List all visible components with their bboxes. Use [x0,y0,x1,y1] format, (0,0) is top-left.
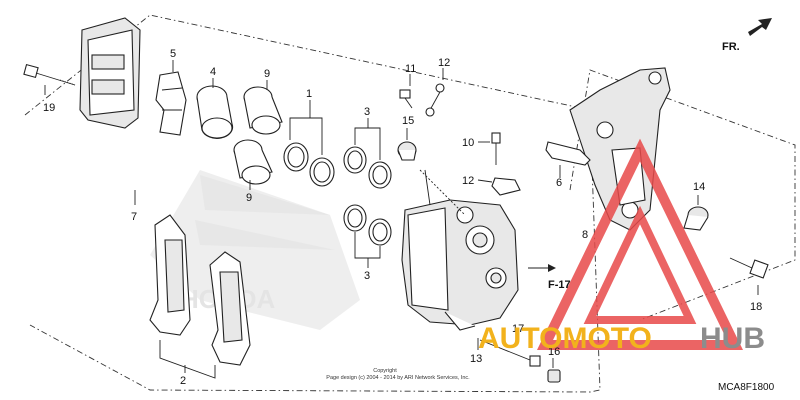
callout-8[interactable]: 8 [582,229,588,241]
part-18-bolt[interactable] [729,257,769,279]
callout-6[interactable]: 6 [556,177,562,189]
caliper-body[interactable] [401,199,519,331]
assembly-outline [24,14,601,393]
reference-label[interactable]: F-17 [548,279,571,291]
part-9-piston-lower[interactable] [233,139,273,185]
callout-18[interactable]: 18 [750,301,762,313]
callout-17[interactable]: 17 [512,323,524,335]
callout-labels: 19 5 4 9 1 3 9 7 3 2 11 12 15 10 12 6 8 … [43,41,762,387]
callout-3-upper[interactable]: 3 [364,106,370,118]
callout-5[interactable]: 5 [170,48,176,60]
part-7-caliper-half[interactable] [79,17,141,129]
callout-12-upper[interactable]: 12 [438,57,450,69]
part-14-pin-boot[interactable] [683,206,709,231]
callout-13[interactable]: 13 [470,353,482,365]
callout-16[interactable]: 16 [548,346,560,358]
part-4-piston[interactable] [196,85,234,139]
f17-reference-arrow [528,264,556,272]
part-3-seal-upper[interactable] [343,146,392,189]
part-2-brake-pads[interactable] [149,214,251,366]
part-16-plug[interactable] [547,369,561,383]
part-1-seal-set[interactable] [283,142,335,187]
part-12-cap-lower[interactable] [491,177,521,196]
direction-label: FR. [722,41,740,53]
callout-11[interactable]: 11 [405,63,416,75]
part-6-pad-retainer[interactable] [545,141,591,166]
callout-1[interactable]: 1 [306,88,312,100]
callout-2[interactable]: 2 [180,375,186,387]
part-15-boot[interactable] [397,141,417,161]
callout-14[interactable]: 14 [693,181,705,193]
part-3-seal-lower[interactable] [343,204,392,246]
callout-4[interactable]: 4 [210,66,216,78]
callout-9-upper[interactable]: 9 [264,68,270,80]
part-11-bleeder[interactable] [399,89,413,109]
callout-12-lower[interactable]: 12 [462,175,474,187]
callout-15[interactable]: 15 [402,115,414,127]
callout-9-lower[interactable]: 9 [246,192,252,204]
copyright-line-2: Page design (c) 2004 - 2014 by ARI Netwo… [326,375,470,381]
callout-3-lower[interactable]: 3 [364,270,370,282]
callout-19[interactable]: 19 [43,102,55,114]
part-12-cap-upper[interactable] [425,83,445,117]
part-10-bleeder-screw[interactable] [491,132,501,165]
watermark-text-2: HUB [700,322,765,355]
diagram-code: MCA8F1800 [718,382,775,393]
part-8-bracket[interactable] [569,67,671,231]
front-direction-arrow [748,18,772,36]
watermark-text-1: AUTOMOTO [478,322,652,355]
callout-10[interactable]: 10 [462,137,474,149]
watermark-triangle [537,138,743,350]
callout-7[interactable]: 7 [131,211,137,223]
copyright-line-1: Copyright [373,368,397,374]
part-19-bolt[interactable] [23,63,76,86]
part-9-piston-upper[interactable] [243,86,283,135]
part-17-pin[interactable] [479,339,541,367]
part-5-pad-spring[interactable] [155,71,187,136]
